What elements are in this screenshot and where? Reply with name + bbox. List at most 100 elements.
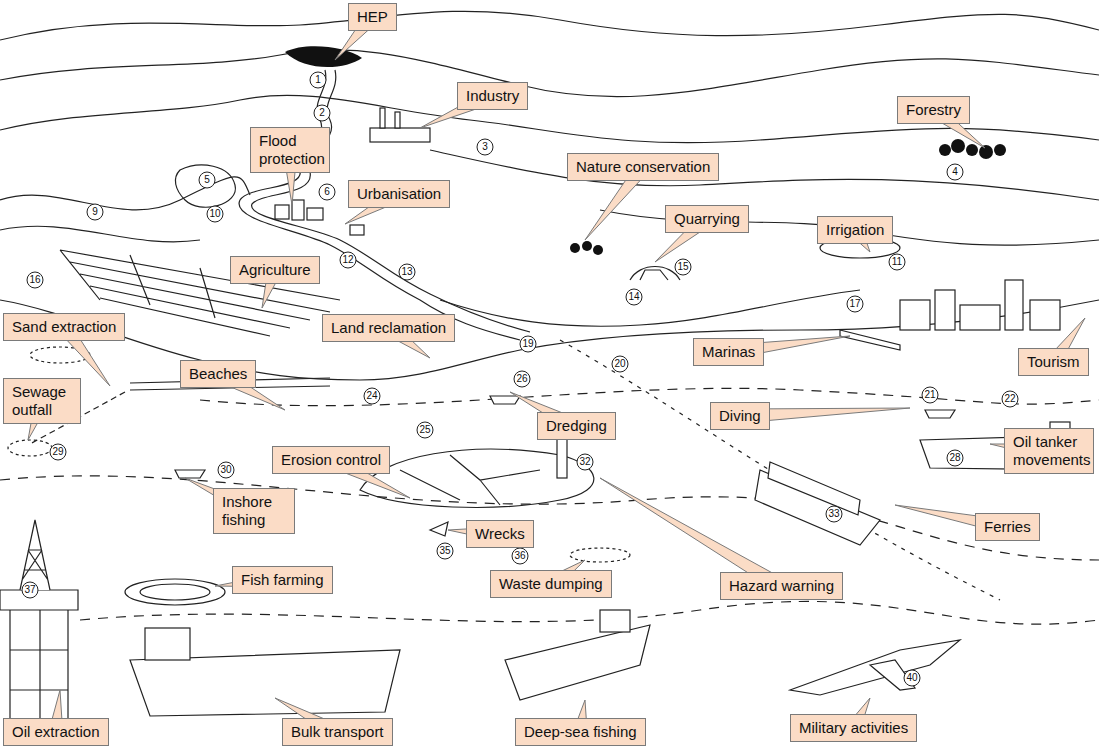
callout-text: Industry [466,87,519,105]
callout-text: Urbanisation [357,185,441,203]
callout-box: Beaches [180,360,256,388]
lake [175,165,235,207]
callout-number: 28 [943,450,967,466]
tree [570,243,580,253]
callout-box: HEP [348,3,397,31]
callout-number: 3 [473,139,497,155]
house [275,205,289,219]
outfall-plume [8,440,52,456]
callout-box: Oil tanker movements [1004,428,1094,474]
callout-number: 30 [214,462,238,478]
callout-number: 22 [998,391,1022,407]
ferry-deck [768,462,860,515]
callout-box: Deep-sea fishing [515,718,646,746]
callout-text: Fish farming [241,571,324,589]
hill-ridge [0,50,1099,97]
inshore-boat [175,470,205,478]
callout-text: Beaches [189,365,247,383]
house [350,225,364,235]
tree [951,139,965,153]
callout-text: Deep-sea fishing [524,723,637,741]
reservoir [285,46,362,67]
callout-number: 17 [843,296,867,312]
callout-text: Inshore fishing [222,493,286,529]
callout-text: Forestry [906,101,961,119]
callout-text: Land reclamation [331,319,446,337]
island-lines [400,455,540,505]
callout-text: Waste dumping [499,575,603,593]
callout-box: Hazard warning [720,572,843,600]
callout-box: Military activities [790,714,917,742]
dive-boat [925,410,955,418]
built-features [0,108,1090,720]
callout-text: Hazard warning [729,577,834,595]
callout-box: Dredging [537,412,616,440]
callout-box: Flood protection [250,127,330,173]
tree [966,144,978,156]
callout-box: Nature conservation [567,153,719,181]
callout-number: 24 [360,388,384,404]
callout-number: 15 [671,259,695,275]
callout-number: 26 [510,371,534,387]
callout-text: Sewage outfall [12,383,72,419]
bulk-carrier-bridge [145,628,190,660]
meander [0,226,200,242]
tree [939,144,951,156]
callout-text: Bulk transport [291,723,384,741]
callout-box: Inshore fishing [213,488,295,534]
building [960,305,1000,330]
callout-text: Erosion control [281,451,381,469]
coastline [0,300,1099,380]
callout-number: 37 [18,582,42,598]
callout-number: 19 [516,336,540,352]
callout-text: Oil extraction [12,723,100,741]
wreck [430,522,448,536]
callout-number: 10 [203,206,227,222]
callout-text: Oil tanker movements [1013,433,1085,469]
tree [979,145,993,159]
callout-box: Land reclamation [322,314,455,342]
hill-ridge [0,11,1099,40]
callout-number: 13 [395,264,419,280]
callout-box: Tourism [1018,348,1089,376]
callout-number: 11 [885,254,909,270]
fish-farm [140,584,210,600]
callout-number: 40 [900,670,924,686]
landscape-lines [0,11,1099,624]
callout-box: Marinas [693,338,764,366]
callout-text: Ferries [984,518,1031,536]
callout-box: Quarrying [665,205,749,233]
callout-number: 16 [23,272,47,288]
house [307,208,323,220]
callout-number: 32 [573,454,597,470]
trawler-cabin [600,610,630,632]
callout-text: Marinas [702,343,755,361]
estuary [440,290,860,326]
river [252,70,530,332]
callout-box: Erosion control [272,446,390,474]
callout-box: Fish farming [232,566,333,594]
callout-text: Military activities [799,719,908,737]
shipping-lane [560,340,1000,600]
trawler [505,625,650,700]
callout-number: 21 [918,387,942,403]
fish-farm [125,579,225,605]
callout-box: Irrigation [817,216,893,244]
callout-number: 25 [413,422,437,438]
house [292,200,304,220]
callout-text: Quarrying [674,210,740,228]
sea-line [80,601,1099,624]
callout-text: Agriculture [239,261,311,279]
callout-number: 14 [622,289,646,305]
hill-ridge [0,95,1099,142]
jetty [840,330,900,350]
callout-box: Industry [457,82,528,110]
callout-box: Sand extraction [3,313,125,341]
callout-box: Urbanisation [348,180,450,208]
callout-text: Diving [719,407,761,425]
oil-rig-platform [0,590,78,610]
callout-number: 29 [46,444,70,460]
ferry [755,470,880,545]
callout-text: HEP [357,8,388,26]
hill-ridge [430,150,1099,200]
